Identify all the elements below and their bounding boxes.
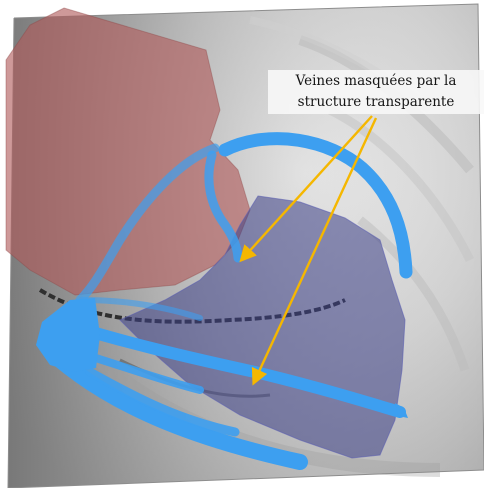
annotation-label: Veines masquées par la structure transpa… — [268, 70, 484, 114]
annotation-line-1: Veines masquées par la — [270, 71, 482, 92]
annotation-line-2: structure transparente — [270, 92, 482, 113]
